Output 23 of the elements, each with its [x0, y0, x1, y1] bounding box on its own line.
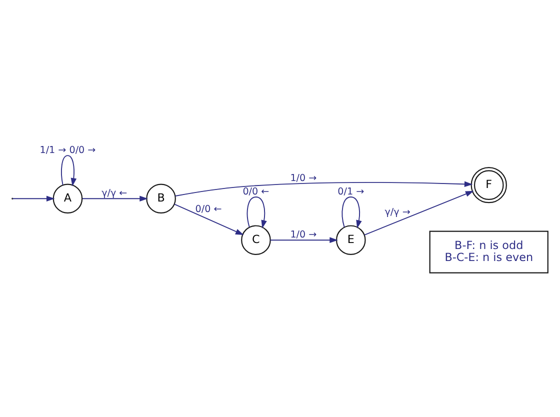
- edge-label: 0/1 →: [338, 186, 364, 197]
- edge-label: γ/γ →: [384, 206, 410, 218]
- arrow: [174, 180, 473, 196]
- edge-label: 1/0 →: [290, 172, 317, 184]
- edge-label: 1/0 →: [290, 228, 317, 240]
- node-circle: E: [336, 224, 366, 255]
- arrow: [60, 154, 77, 186]
- arrow: [174, 203, 244, 235]
- node-circle: F: [470, 166, 507, 203]
- arrow: [364, 190, 474, 235]
- arrow: [12, 195, 55, 202]
- edge-label: γ/γ ←: [102, 187, 128, 198]
- node-circle: C: [241, 224, 271, 255]
- arrow: [246, 196, 267, 228]
- node-box: B-F: n is odd B-C-E: n is even: [429, 230, 548, 273]
- arrow: [342, 196, 362, 228]
- edge-label: 0/0 ←: [242, 186, 270, 197]
- edge-label: 0/0 ←: [195, 203, 222, 214]
- node-circle: B: [146, 183, 176, 214]
- arrow: [82, 195, 148, 202]
- node-circle: A: [52, 183, 83, 214]
- edge-label: 1/1 → 0/0 →: [40, 144, 96, 156]
- arrow: [270, 236, 338, 243]
